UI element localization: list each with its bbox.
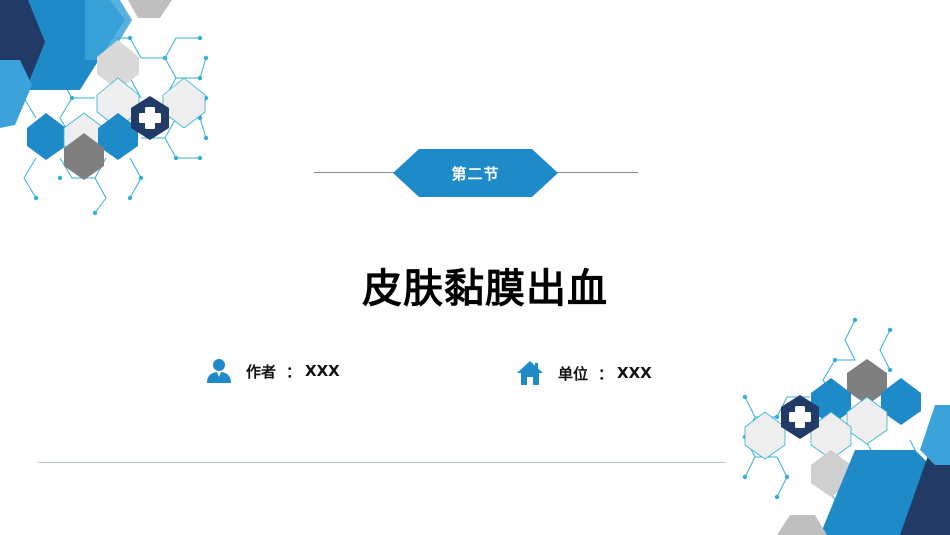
medical-cross-icon <box>781 395 819 439</box>
section-rule-right <box>552 172 638 173</box>
unit-separator: ： <box>598 364 614 383</box>
unit-info: 单位 ： XXX <box>516 360 652 386</box>
author-separator: ： <box>286 362 302 381</box>
author-value: XXX <box>305 362 340 380</box>
section-rule-left <box>314 172 398 173</box>
section-label: 第二节 <box>451 164 500 183</box>
medical-cross-icon <box>131 96 169 140</box>
section-badge <box>393 149 558 197</box>
home-icon <box>517 361 543 385</box>
unit-label: 单位 <box>558 364 589 383</box>
hexagon-network-top-left <box>0 0 209 216</box>
bottom-divider <box>38 462 726 463</box>
author-info: 作者 ： XXX <box>206 358 340 384</box>
author-label: 作者 <box>246 362 277 381</box>
page-title: 皮肤黏膜出血 <box>362 266 608 312</box>
unit-value: XXX <box>617 364 652 382</box>
hexagon-network-bottom-right <box>742 317 950 535</box>
user-icon <box>207 359 231 383</box>
